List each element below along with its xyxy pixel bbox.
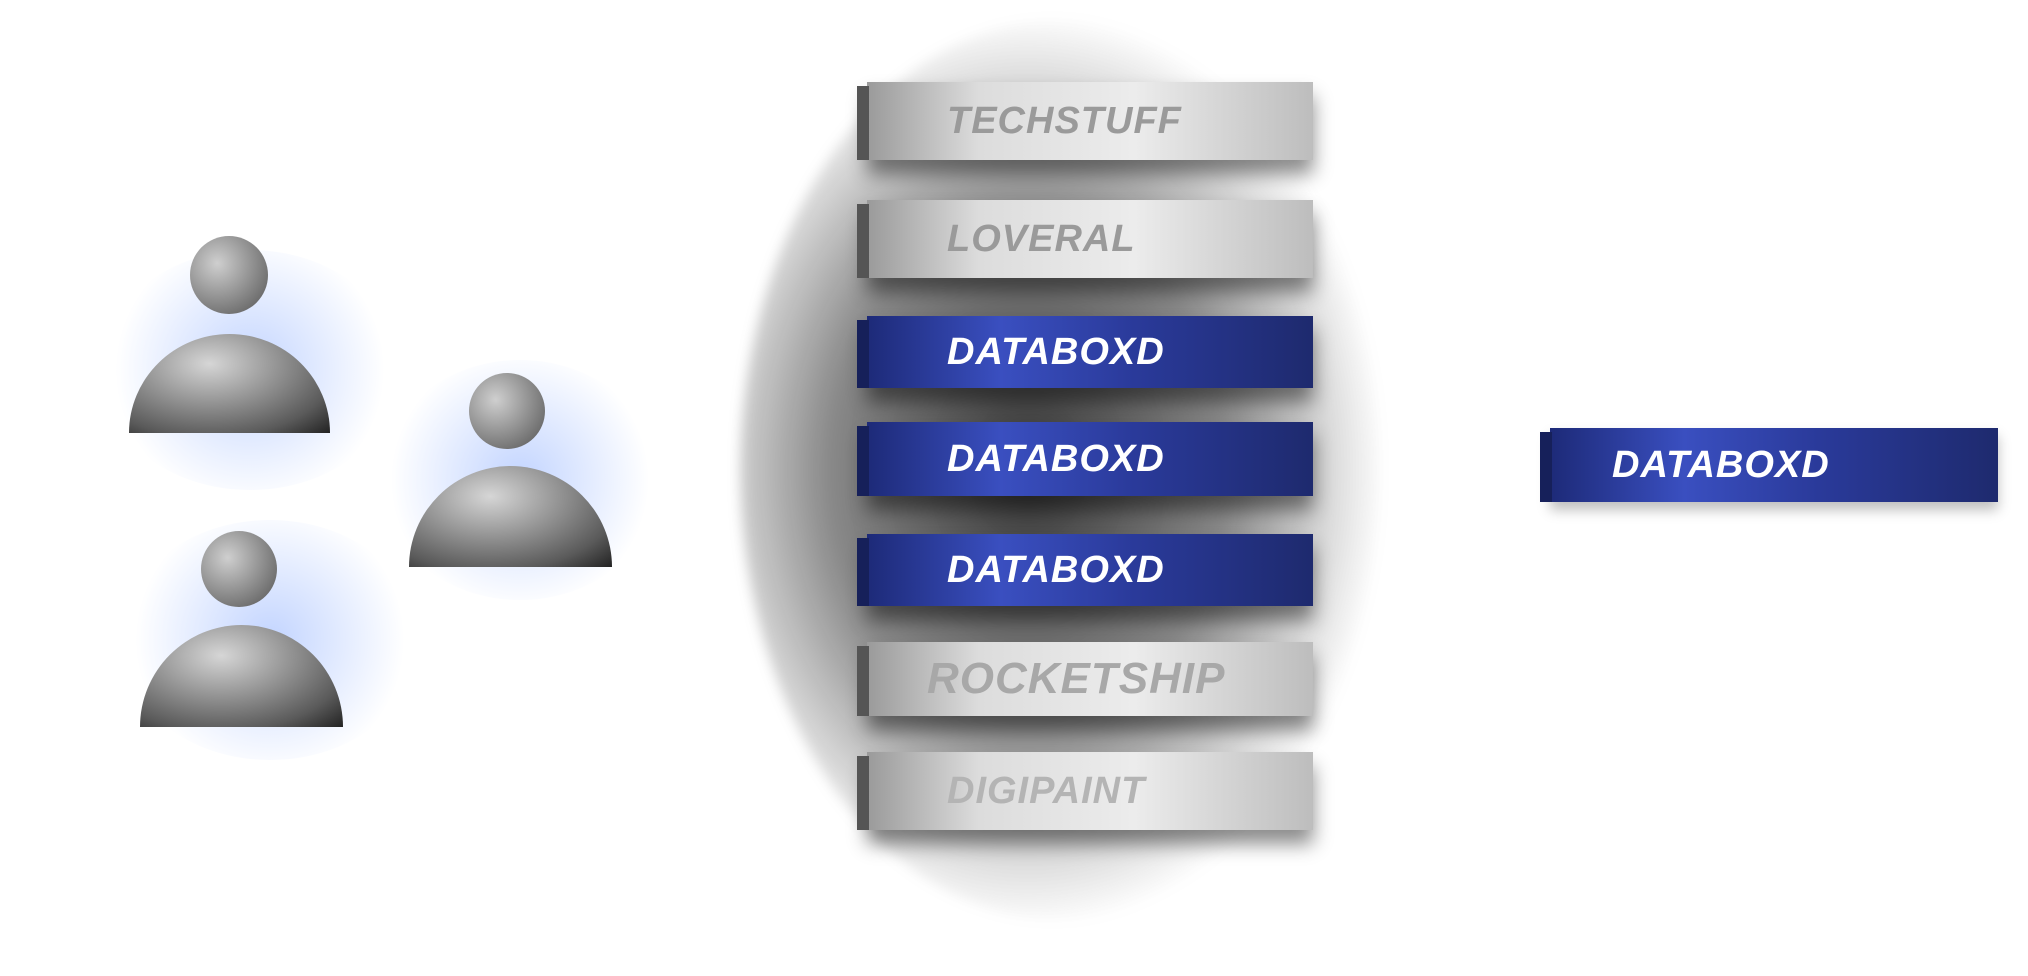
bar-label: DATABOXD [947,548,1165,591]
brand-bar-databoxd: DATABOXD [857,316,1313,388]
bar-label: ROCKETSHIP [927,654,1226,703]
bar-label: DIGIPAINT [947,769,1146,812]
result-bar-databoxd: DATABOXD [1540,428,1998,502]
brand-bar-loveral: LOVERAL [857,200,1313,278]
brand-bar-databoxd: DATABOXD [857,422,1313,496]
bar-label: DATABOXD [947,437,1165,480]
bar-label: DATABOXD [947,330,1165,373]
bar-label: LOVERAL [947,217,1136,260]
brand-bar-techstuff: TECHSTUFF [857,82,1313,160]
result-label: DATABOXD [1612,443,1830,486]
brand-bar-rocketship: ROCKETSHIP [857,642,1313,716]
brand-bar-digipaint: DIGIPAINT [857,752,1313,830]
bar-label: TECHSTUFF [947,99,1182,142]
brand-bar-databoxd: DATABOXD [857,534,1313,606]
